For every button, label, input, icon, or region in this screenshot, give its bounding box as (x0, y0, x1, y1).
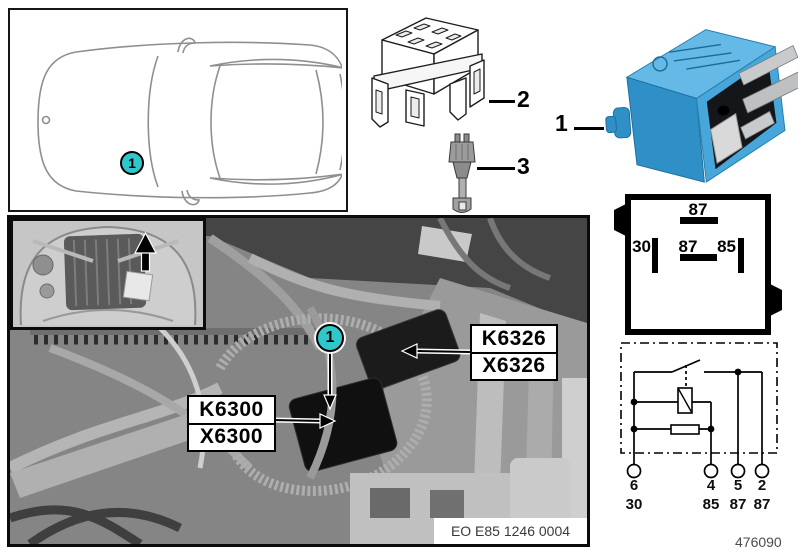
pin-bar-30 (652, 238, 658, 273)
cable (247, 253, 441, 311)
cable-duct-rail (30, 328, 342, 335)
valve-cover-ribs (72, 238, 133, 307)
windshield-rear-edge (210, 65, 221, 179)
leader-line-1 (574, 127, 604, 130)
side-window-top (209, 58, 342, 69)
leader-line-2 (489, 100, 515, 103)
contact-foot-slot (458, 201, 467, 211)
callout-badge-1-car[interactable]: 1 (120, 151, 144, 175)
relay-mount-tab-notch (605, 115, 617, 134)
schematic-wires (633, 359, 763, 464)
engine-detail (39, 283, 55, 299)
contact-pin-drawing (448, 133, 476, 213)
document-number: 476090 (735, 534, 782, 550)
x6326-label: X6326 (472, 351, 556, 380)
pin-label-center-87: 87 (679, 237, 698, 256)
contact-shaft (458, 177, 467, 199)
coil-diagonal (677, 387, 693, 414)
contact-waist (452, 161, 472, 179)
cowl-line (42, 309, 174, 322)
terminal-labels: 6 4 5 2 30 85 87 87 (626, 477, 771, 513)
relay-left-face (626, 76, 705, 183)
pin-label-85: 85 (717, 237, 736, 256)
k6300-label: K6300 (199, 397, 264, 421)
car-outline (37, 37, 342, 206)
relay-blade-pin (738, 45, 798, 86)
bmw-roundel-mark (652, 56, 668, 72)
relay-circuit-schematic: 6 4 5 2 30 85 87 87 (620, 342, 778, 513)
svg-text:30: 30 (626, 496, 643, 513)
relay-blade-pin (740, 110, 775, 140)
up-arrow-icon (134, 231, 157, 272)
callout-2-label[interactable]: 2 (517, 86, 530, 112)
dark-cables (10, 505, 183, 544)
socket-top-slots (395, 23, 462, 49)
k6326-label-box: K6326 X6326 (470, 324, 558, 381)
callout-1-label[interactable]: 1 (555, 110, 568, 136)
pin-label-top-87: 87 (689, 200, 708, 219)
terminal-circles (626, 463, 770, 479)
rear-deck-edge (339, 73, 342, 171)
svg-text:85: 85 (703, 496, 720, 513)
socket-leg-left-slot (375, 89, 383, 115)
svg-text:4: 4 (707, 477, 716, 494)
mirror-bottom (181, 189, 201, 206)
housing-slot (430, 490, 464, 518)
relay-socket-drawing (371, 17, 485, 128)
inset-scene (19, 225, 197, 326)
svg-text:5: 5 (734, 477, 742, 494)
leader-line-3 (477, 167, 515, 170)
relay-recess-hole (717, 105, 730, 116)
relay-location-square (122, 270, 154, 302)
contact-head-ridges (455, 144, 469, 160)
engine-detail (32, 254, 54, 276)
callout-3-label[interactable]: 3 (517, 153, 530, 179)
pin-bar-center (680, 254, 717, 261)
engine-bay-inset (10, 218, 206, 330)
car-locator-panel: 1 (8, 8, 348, 212)
socket-leg-middle-slot (410, 96, 420, 119)
relay-tab-marker-left (614, 202, 630, 238)
engine-bay-photo: K6326 X6326 K6300 X6300 1 EO E85 1246 00… (7, 215, 590, 547)
hose (10, 413, 210, 498)
socket-leg-far-right-slot (473, 68, 481, 95)
svg-text:2: 2 (758, 477, 766, 494)
pin-bar-top (680, 217, 718, 224)
relay-photo (605, 29, 798, 183)
relay-tab-marker-right (766, 282, 782, 318)
rear-window-edge (315, 69, 324, 175)
cable (306, 305, 337, 480)
resistor-symbol (670, 424, 700, 435)
socket-leg-right (449, 77, 467, 121)
pin-bar-85 (738, 238, 744, 273)
x6300-label: X6300 (189, 422, 274, 451)
svg-text:87: 87 (754, 496, 771, 513)
car-top-view-drawing (37, 37, 342, 206)
cable (437, 218, 551, 291)
photo-watermark: EO E85 1246 0004 (434, 518, 587, 544)
k6300-label-box: K6300 X6300 (187, 395, 276, 452)
mirror-top (177, 37, 197, 54)
junction-dots (630, 368, 742, 433)
k6326-label: K6326 (481, 326, 547, 350)
relay-blade-pin (742, 68, 798, 114)
housing-slot (370, 488, 410, 518)
svg-text:6: 6 (630, 477, 638, 494)
callout-badge-1-photo[interactable]: 1 (316, 324, 344, 352)
relay-top-markings (669, 43, 741, 70)
relay-white-insert (710, 112, 743, 164)
pin-label-30: 30 (632, 237, 651, 256)
relay-pin-diagram: 87 30 87 85 (614, 194, 782, 335)
corrugated-loom (215, 313, 432, 497)
side-window-bottom (209, 173, 342, 185)
schematic-boundary (620, 342, 778, 454)
windshield-front-edge (147, 55, 159, 188)
hood-detail-circle (41, 115, 51, 125)
svg-text:87: 87 (730, 496, 747, 513)
cable (207, 234, 325, 351)
